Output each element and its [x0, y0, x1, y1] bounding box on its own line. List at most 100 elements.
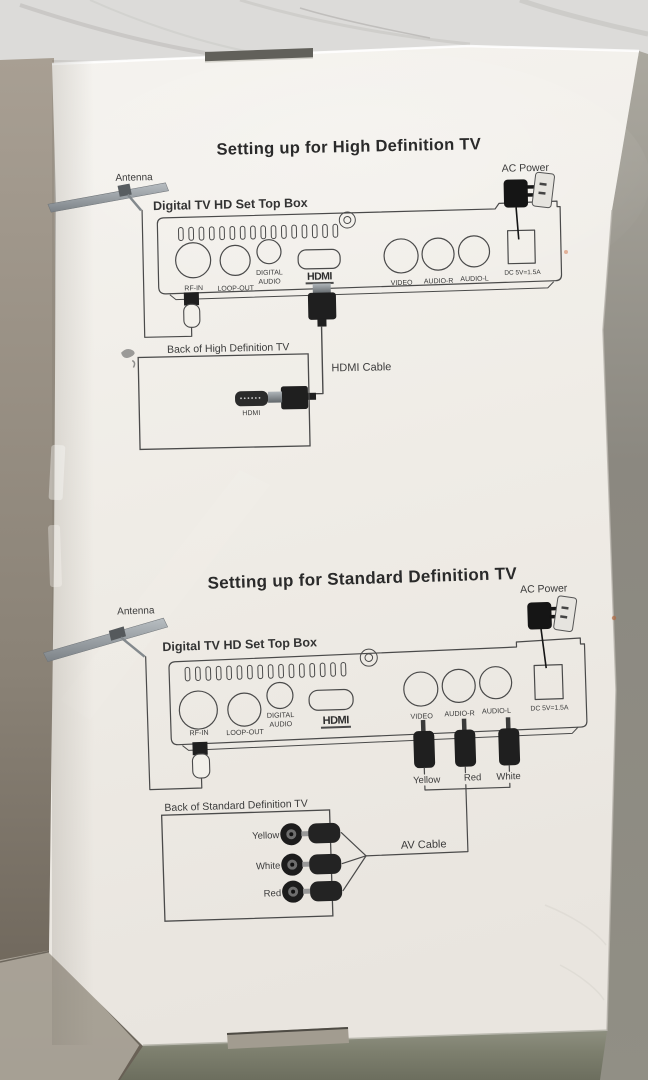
wall-outlet-icon: [531, 171, 555, 209]
ac-power-label: AC Power: [520, 582, 568, 595]
rf-in-port: [175, 242, 212, 279]
dc-power-port: [533, 664, 564, 701]
jack-label-red: Red: [264, 888, 282, 900]
digital-audio-port: [256, 239, 282, 265]
audio-r-port: [421, 237, 455, 271]
box-bottom-slot: [226, 1027, 349, 1049]
plug-label-red: Red: [464, 772, 482, 784]
antenna-icon-sd: Antenna: [43, 605, 169, 663]
antenna-wire-sd: [145, 656, 203, 791]
audio-l-port: [457, 235, 491, 268]
ir-sensor-icon: [338, 211, 356, 229]
hdmi-logo: HDMI: [323, 714, 350, 727]
av-cable-label: AV Cable: [401, 838, 447, 851]
vent-slots: [177, 223, 339, 242]
digital-audio-port: [266, 681, 294, 710]
plug-label-white: White: [496, 771, 521, 783]
sd-tv-outline: Back of Standard Definition TV Yellow Wh…: [160, 798, 343, 922]
crease-line: [559, 964, 605, 1001]
loop-out-port: [219, 244, 251, 276]
audio-r-label: AUDIO-R: [444, 708, 475, 718]
audio-l-label: AUDIO-L: [482, 706, 511, 716]
rf-antenna-plug-sd: [191, 741, 211, 779]
stain-dot: [611, 615, 617, 621]
box-top-slot: [204, 48, 314, 63]
ir-sensor-icon: [359, 648, 378, 667]
hdmi-port: [308, 688, 354, 711]
hdmi-logo-bar: [320, 725, 351, 729]
video-label: VIDEO: [410, 711, 433, 721]
rca-plug-video: Yellow: [413, 719, 441, 786]
ac-power-hd: AC Power: [502, 162, 555, 240]
panel-front-lip: [169, 281, 555, 301]
hd-tv-label: Back of High Definition TV: [167, 341, 290, 356]
dc-power-port: [506, 229, 536, 265]
tv-jack-yellow: Yellow: [252, 822, 341, 846]
hdmi-cable-label: HDMI Cable: [331, 361, 391, 374]
gloss-streak: [60, 470, 270, 720]
left-inner-shade: [52, 60, 94, 1045]
tv-hdmi-label: HDMI: [242, 410, 260, 417]
audio-label: AUDIO: [269, 719, 292, 729]
audio-label: AUDIO: [258, 278, 281, 285]
audio-r-port: [441, 668, 476, 703]
sd-tv-label: Back of Standard Definition TV: [164, 798, 308, 814]
set-top-box-panel-hd: RF-IN LOOP-OUT DIGITAL AUDIO HDMI VIDEO …: [156, 200, 563, 301]
audio-l-label: AUDIO-L: [460, 276, 489, 284]
stain-dot: [564, 250, 568, 254]
box-face: [48, 44, 648, 1049]
ac-power-label: AC Power: [502, 162, 550, 175]
rca-plug-audio-l: White: [496, 717, 521, 783]
hdmi-plug-tv: [280, 385, 309, 410]
rf-antenna-plug: [183, 292, 201, 328]
digital-label: DIGITAL: [267, 710, 295, 720]
video-port: [383, 238, 419, 274]
hdmi-plug-top: [307, 292, 337, 320]
hd-device-label: Digital TV HD Set Top Box: [153, 196, 308, 213]
hdmi-logo: HDMI: [307, 270, 333, 283]
digital-label: DIGITAL: [256, 269, 283, 277]
dc-label: DC 5V=1.5A: [530, 704, 569, 712]
audio-r-label: AUDIO-R: [424, 278, 454, 286]
rf-in-port: [178, 690, 218, 730]
smudge-mark: [121, 349, 136, 368]
wall-outlet-icon: [553, 595, 578, 633]
jack-label-white: White: [256, 861, 281, 873]
power-cord: [540, 628, 547, 669]
loop-out-label: LOOP-OUT: [217, 285, 254, 293]
video-label: VIDEO: [391, 280, 413, 287]
box-right-edge: [602, 209, 617, 1032]
power-cord: [515, 207, 520, 240]
tv-jack-red: Red: [264, 880, 343, 903]
sd-device-label: Digital TV HD Set Top Box: [162, 635, 317, 654]
antenna-icon: Antenna: [47, 172, 170, 213]
hdmi-port: [297, 248, 341, 270]
audio-l-port: [479, 666, 513, 700]
loop-out-label: LOOP-OUT: [226, 727, 264, 737]
rf-in-label: RF-IN: [189, 728, 208, 738]
hd-title: Setting up for High Definition TV: [216, 135, 481, 159]
tv-hdmi-port-icon: HDMI: [235, 390, 269, 417]
antenna-label: Antenna: [115, 172, 153, 184]
jack-label-yellow: Yellow: [252, 830, 280, 842]
hd-section: Setting up for High Definition TV Antenn…: [47, 135, 563, 451]
antenna-label: Antenna: [117, 605, 155, 617]
right-background-shadow: [600, 51, 648, 1080]
panel-front-lip: [182, 726, 579, 751]
set-top-box-panel-sd: RF-IN LOOP-OUT DIGITAL AUDIO HDMI VIDEO …: [168, 637, 588, 751]
hd-tv-outline: Back of High Definition TV HDMI: [137, 341, 311, 451]
av-cable-wiring: AV Cable: [340, 764, 511, 892]
tape-remnant: [48, 444, 66, 501]
loop-out-port: [227, 692, 262, 727]
box-bottom-edge-shadow: [142, 1029, 608, 1048]
gloss-sheen: [70, 50, 648, 310]
plug-label-yellow: Yellow: [413, 774, 441, 786]
ac-power-sd: AC Power: [520, 582, 578, 669]
dc-label: DC 5V=1.5A: [504, 269, 541, 277]
rca-plug-audio-r: Red: [454, 718, 482, 784]
rf-in-label: RF-IN: [184, 285, 203, 292]
box-top-edge-highlight: [51, 44, 640, 66]
tape-remnant: [48, 524, 62, 588]
vent-slots: [184, 661, 347, 682]
